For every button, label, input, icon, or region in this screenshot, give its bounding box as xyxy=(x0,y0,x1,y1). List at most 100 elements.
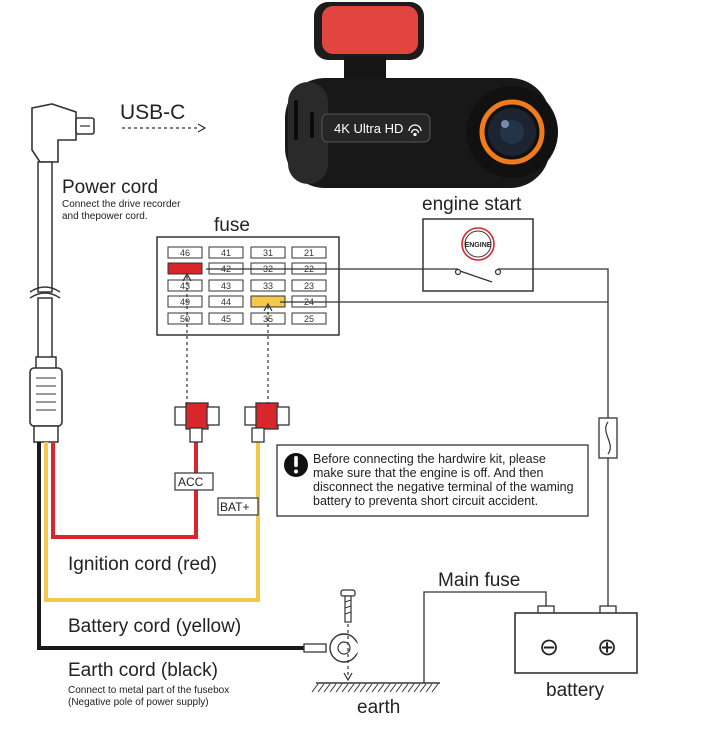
fuse-slot-number: 44 xyxy=(221,297,231,307)
mount-adhesive-pad xyxy=(322,6,418,54)
screw-pointer-head xyxy=(343,672,353,682)
ground-hatch-line xyxy=(395,683,403,693)
fuse-slot xyxy=(291,312,327,325)
fuse-slot-number: 45 xyxy=(221,314,231,324)
ground-hatch-line xyxy=(353,683,361,693)
fuse-slot-number: 46 xyxy=(180,248,190,258)
fuse-slot xyxy=(167,312,203,325)
earth-cord-label: Earth cord (black) xyxy=(68,660,218,681)
ground-hatch-line xyxy=(317,683,325,693)
fuse-slot xyxy=(167,262,203,275)
screw-icon xyxy=(340,589,356,623)
main-fuse-line xyxy=(423,591,547,683)
fuse-slot-number: 21 xyxy=(304,248,314,258)
fuse-slot xyxy=(208,279,244,292)
bat-fuse-tap xyxy=(244,402,290,443)
fuse-slot-number: 49 xyxy=(180,297,190,307)
ground-hatch-line xyxy=(419,683,427,693)
earth-cord-desc-line1: Connect to metal part of the fusebox xyxy=(68,685,229,696)
engine-start-title: engine start xyxy=(422,194,522,215)
ground-hatch-line xyxy=(365,683,373,693)
earth-label: earth xyxy=(357,697,400,718)
ground-hatch-line xyxy=(371,683,379,693)
ground-hatch-line xyxy=(431,683,439,693)
fuse-slot-number: 43 xyxy=(221,281,231,291)
battery-wire-yellow xyxy=(44,440,260,602)
fuse-slot-number: 33 xyxy=(263,281,273,291)
warning-icon xyxy=(284,453,308,477)
ground-hatch-line xyxy=(335,683,343,693)
ground-hatch-line xyxy=(347,683,355,693)
acc-tag xyxy=(174,472,214,491)
engine-badge-text: ENGINE xyxy=(465,242,492,249)
resolution-badge-text: 4K Ultra HD xyxy=(334,121,403,136)
warning-box xyxy=(276,444,589,517)
warning-line4: battery to preventa short circuit accide… xyxy=(313,494,538,508)
bat-fuse-pointer-head xyxy=(263,302,273,312)
fuse-slot xyxy=(291,279,327,292)
engine-button-icon: ENGINE xyxy=(461,227,495,261)
bat-tag-text: BAT+ xyxy=(220,500,249,514)
resolution-badge xyxy=(321,113,431,143)
inline-plug xyxy=(29,356,63,443)
ground-hatch-line xyxy=(359,683,367,693)
battery-label: battery xyxy=(546,680,605,701)
acc-fuse-pointer-head xyxy=(182,272,192,282)
fuse-slot-number: 23 xyxy=(304,281,314,291)
camera-slot xyxy=(294,100,298,140)
battery-plus-icon: ⊕ xyxy=(597,634,617,661)
dash-camera-image: 4K Ultra HD xyxy=(285,2,558,188)
fuse-slot xyxy=(167,295,203,308)
ground-hatch-line xyxy=(401,683,409,693)
acc-fuse-tap xyxy=(174,402,220,443)
fuse-slot-number: 25 xyxy=(304,314,314,324)
ground-hatch-line xyxy=(425,683,433,693)
ring-terminal-icon xyxy=(303,633,363,663)
warning-line2: make sure that the engine is off. And th… xyxy=(313,466,544,480)
ground-hatch-line xyxy=(311,683,319,693)
ground-hatch-line xyxy=(413,683,421,693)
wifi-icon xyxy=(408,124,422,137)
ignition-cord-label: Ignition cord (red) xyxy=(68,554,217,575)
fuse-slot-number: 31 xyxy=(263,248,273,258)
fuse-slot xyxy=(291,246,327,259)
warning-line3: disconnect the negative terminal of the … xyxy=(313,480,574,494)
fuse-slot xyxy=(167,279,203,292)
circuit-lines xyxy=(206,268,609,612)
ground-surface xyxy=(311,682,440,693)
power-cord xyxy=(29,161,61,361)
ground-hatch-line xyxy=(407,683,415,693)
fuse-slot-number: 41 xyxy=(221,248,231,258)
fuse-slot xyxy=(167,246,203,259)
ground-hatch-line xyxy=(377,683,385,693)
acc-tag-text: ACC xyxy=(178,475,204,489)
ground-hatch-line xyxy=(389,683,397,693)
bat-tag xyxy=(217,497,259,516)
earth-wire-black xyxy=(37,442,306,650)
battery-minus-icon: ⊖ xyxy=(539,634,559,661)
power-cord-desc-line2: and thepower cord. xyxy=(62,211,148,222)
lens-glare xyxy=(501,120,509,128)
camera-port xyxy=(310,112,314,138)
fuse-slot xyxy=(208,246,244,259)
main-fuse-label: Main fuse xyxy=(438,570,520,591)
fuse-slot-number: 43 xyxy=(180,281,190,291)
fuse-slot xyxy=(208,312,244,325)
ground-hatch-line xyxy=(341,683,349,693)
ground-hatch-line xyxy=(323,683,331,693)
usb-c-connector xyxy=(31,103,95,163)
power-cord-title: Power cord xyxy=(62,177,158,198)
lens-ring xyxy=(479,99,545,165)
power-cord-desc-line1: Connect the drive recorder xyxy=(62,199,181,210)
fuse-slot xyxy=(208,295,244,308)
battery-cord-label: Battery cord (yellow) xyxy=(68,616,241,637)
fuse-slot xyxy=(250,246,286,259)
fuse-box-title: fuse xyxy=(214,215,250,236)
usb-c-label: USB-C xyxy=(120,101,185,124)
ground-hatch-line xyxy=(383,683,391,693)
fuse-slot-number: 50 xyxy=(180,314,190,324)
fuse-slot xyxy=(250,295,286,308)
engine-switch-symbol xyxy=(454,268,502,283)
ground-hatch-line xyxy=(329,683,337,693)
